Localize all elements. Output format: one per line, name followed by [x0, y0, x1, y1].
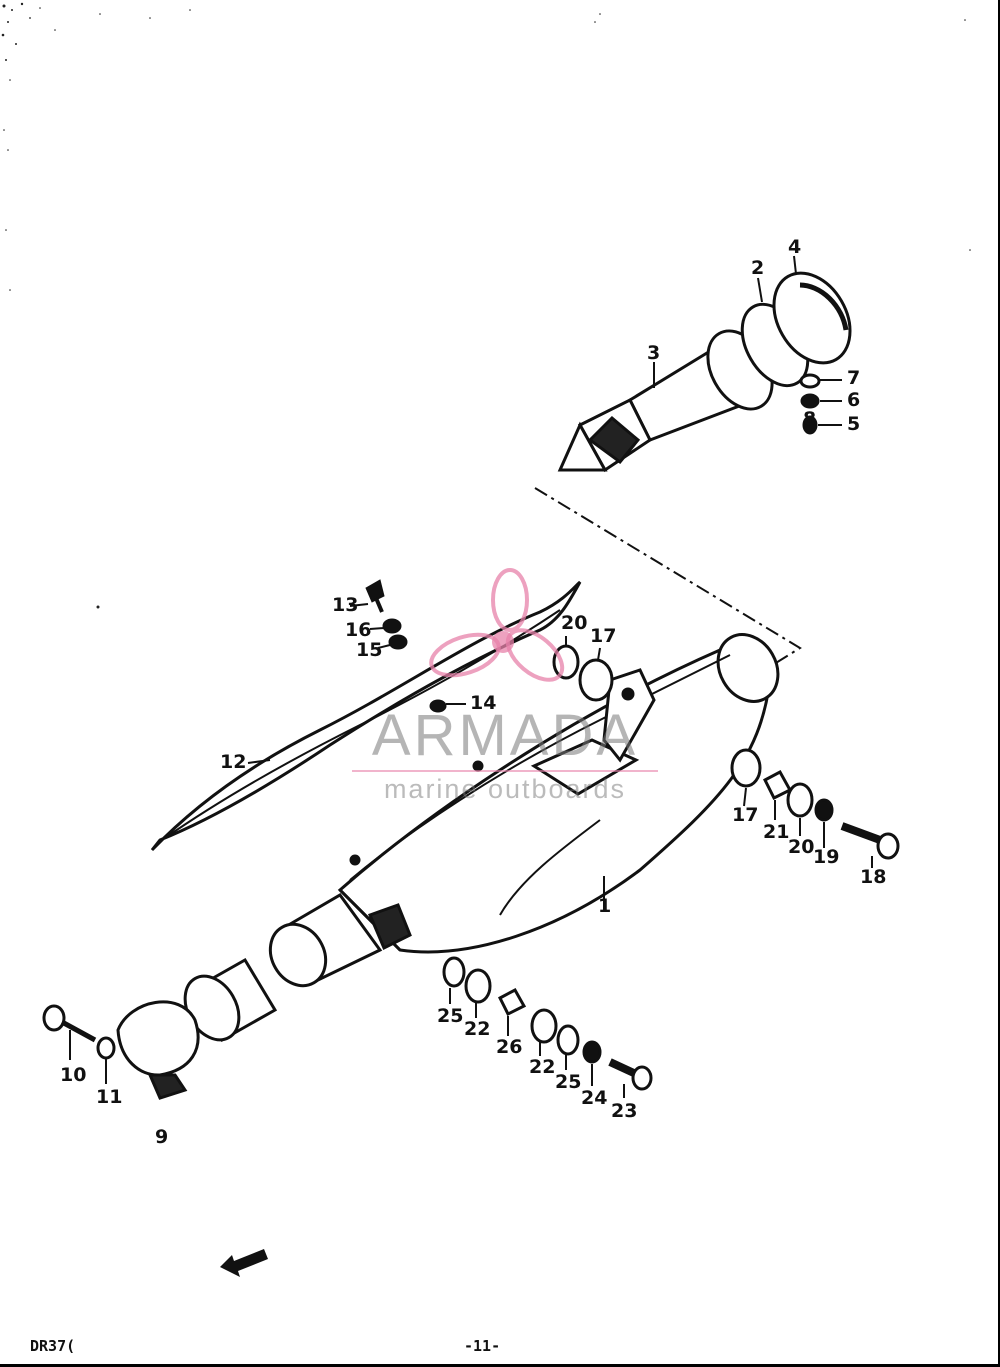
callout-part-1: 1 — [598, 895, 612, 917]
callout-part-12: 12 — [220, 751, 247, 773]
fastener-stack-5-7 — [799, 373, 842, 435]
callout-part-15: 15 — [356, 639, 383, 661]
callout-part-17-lower: 17 — [732, 804, 759, 826]
clamp-bolt — [42, 1004, 116, 1084]
callout-part-18: 18 — [860, 866, 887, 888]
scan-noise — [1, 2, 971, 609]
front-mount-hardware — [442, 956, 653, 1098]
callout-part-22-right: 22 — [529, 1056, 556, 1078]
callout-part-6: 6 — [847, 389, 861, 411]
top-leaders — [603, 255, 797, 910]
forward-arrow: FWD — [218, 1243, 270, 1284]
callout-part-10: 10 — [60, 1064, 87, 1086]
callout-part-9: 9 — [155, 1126, 169, 1148]
page-number: -11- — [464, 1337, 501, 1355]
assembly-centerline — [534, 487, 802, 735]
callout-part-22-left: 22 — [464, 1018, 491, 1040]
inlet-pipe — [268, 893, 412, 988]
callout-part-2: 2 — [751, 257, 765, 279]
callout-part-20-upper: 20 — [561, 612, 588, 634]
muffler-body — [337, 633, 780, 954]
callout-part-25-left: 25 — [437, 1005, 464, 1027]
callout-part-3: 3 — [647, 342, 661, 364]
callout-part-26: 26 — [496, 1036, 523, 1058]
shield-fasteners — [247, 579, 466, 764]
callout-part-4: 4 — [788, 236, 802, 258]
callout-part-21: 21 — [763, 821, 790, 843]
callout-part-8: 8 — [803, 408, 817, 430]
model-code: DR37( — [30, 1337, 76, 1355]
rear-mount-hardware — [552, 636, 900, 868]
callout-part-25-right: 25 — [555, 1071, 582, 1093]
callout-part-20-lower: 20 — [788, 836, 815, 858]
callout-part-7: 7 — [847, 367, 861, 389]
exhaust-gasket — [183, 957, 278, 1043]
callout-part-19: 19 — [813, 846, 840, 868]
callout-part-5: 5 — [847, 413, 861, 435]
callout-part-23: 23 — [611, 1100, 638, 1122]
tail-pipe-assembly — [557, 271, 852, 473]
callout-part-13: 13 — [332, 594, 359, 616]
exhaust-clamp — [116, 1000, 200, 1100]
callout-part-11: 11 — [96, 1086, 123, 1108]
callout-part-24: 24 — [581, 1087, 608, 1109]
forward-arrow-icon — [220, 1249, 268, 1277]
callout-part-16: 16 — [345, 619, 372, 641]
callout-part-17-upper: 17 — [590, 625, 617, 647]
callout-part-14: 14 — [470, 692, 497, 714]
